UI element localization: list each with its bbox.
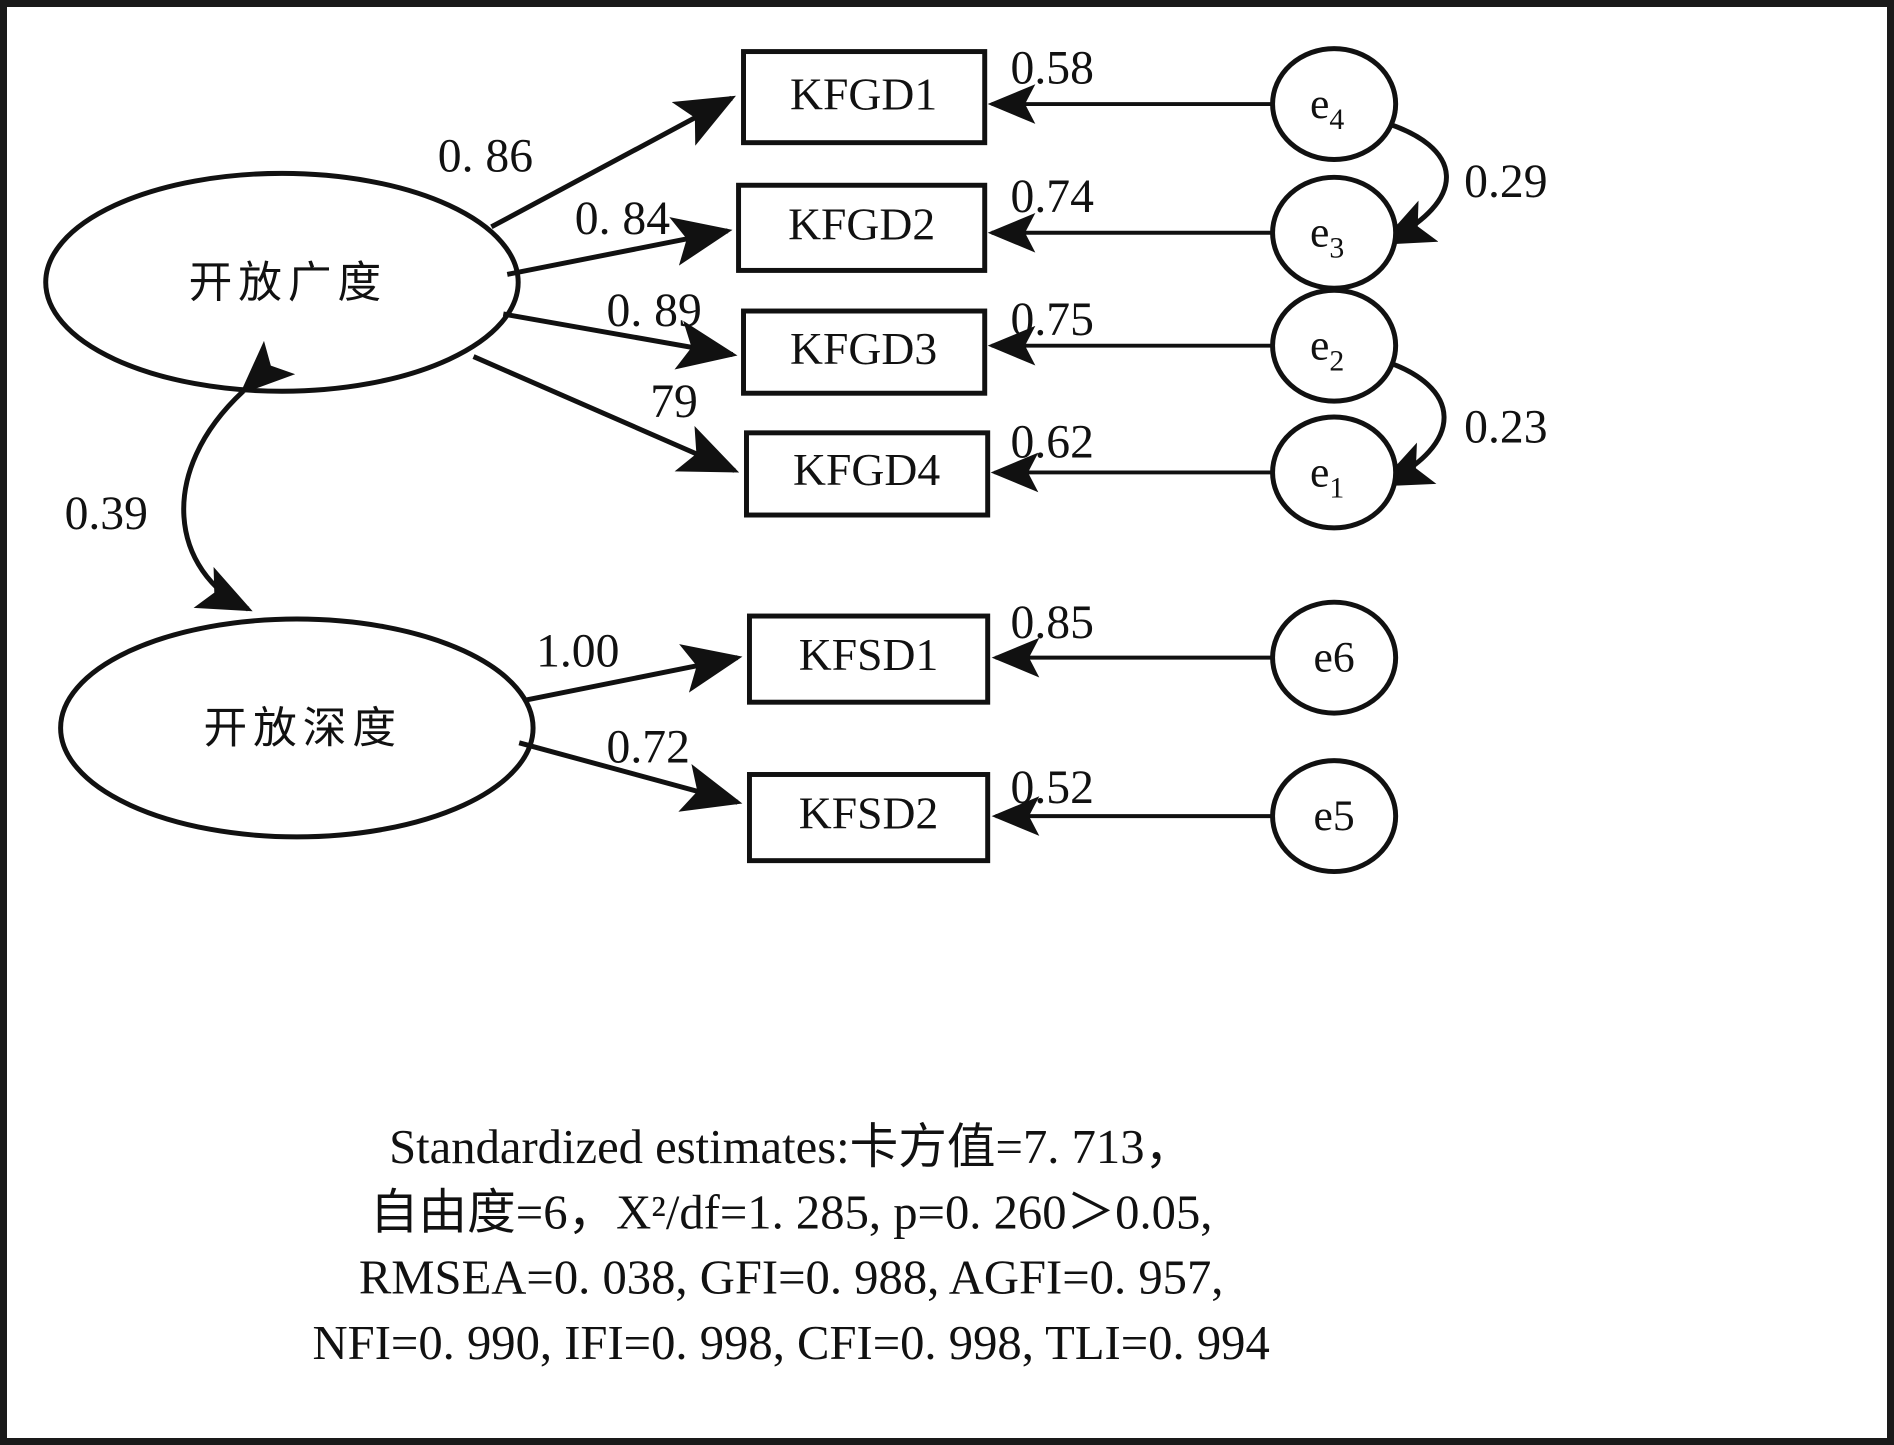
- latent-label-kfsd: 开放深度: [204, 704, 402, 754]
- error-node-e5[interactable]: e5: [1270, 758, 1399, 875]
- covariance-label-e4-e3: 0.29: [1464, 156, 1547, 208]
- indicator-box-kfsd1[interactable]: [746, 613, 991, 705]
- fit-line-2: 自由度=6，X²/df=1. 285, p=0. 260＞0.05,: [370, 1185, 1213, 1239]
- error-label-e1-kfgd4: 0.62: [1011, 417, 1094, 469]
- error-label-e3-kfgd2: 0.74: [1011, 171, 1095, 223]
- indicator-label-kfgd4: KFGD4: [793, 444, 940, 495]
- error-label-e2-kfgd3: 0.75: [1011, 294, 1094, 346]
- indicator-label-kfgd1: KFGD1: [790, 69, 937, 120]
- latent-factor-kfgd[interactable]: 开放广度: [43, 170, 521, 394]
- indicator-kfgd1[interactable]: KFGD1: [741, 49, 988, 146]
- loading-path-kfsd-kfsd1[interactable]: [524, 644, 743, 703]
- indicator-label-kfgd3: KFGD3: [790, 323, 937, 374]
- error-label-e6-kfsd1: 0.85: [1011, 597, 1094, 649]
- error-node-e6[interactable]: e6: [1270, 599, 1399, 716]
- loading-label-kfgd-kfgd4: 79: [650, 376, 698, 428]
- error-circle-e5[interactable]: [1270, 758, 1399, 875]
- loading-path-kfgd-kfgd4[interactable]: [472, 354, 740, 473]
- error-circle-e2[interactable]: [1270, 287, 1399, 404]
- error-label-e2: e2: [1310, 322, 1344, 378]
- error-label-e5: e5: [1314, 792, 1355, 840]
- indicator-box-kfgd4[interactable]: [744, 430, 991, 518]
- indicator-label-kfsd1: KFSD1: [799, 629, 939, 680]
- loading-path-kfsd-kfsd2[interactable]: [518, 740, 743, 812]
- loading-path-kfgd-kfgd1[interactable]: [490, 95, 736, 230]
- indicator-kfgd2[interactable]: KFGD2: [736, 182, 988, 273]
- loading-label-kfgd-kfgd2: 0. 84: [575, 193, 670, 245]
- indicator-kfsd2[interactable]: KFSD2: [746, 772, 991, 864]
- error-circle-e4[interactable]: [1270, 46, 1399, 162]
- error-circle-e1[interactable]: [1270, 414, 1399, 531]
- indicator-box-kfgd2[interactable]: [736, 182, 988, 273]
- error-label-e4-kfgd1: 0.58: [1011, 42, 1094, 94]
- indicator-box-kfgd3[interactable]: [741, 308, 988, 396]
- error-label-e6: e6: [1314, 634, 1355, 682]
- error-node-e3[interactable]: e3: [1270, 174, 1399, 291]
- sem-path-diagram: 开放广度 开放深度 0.39 0. 86 0. 84 0. 89 79 1.00…: [43, 42, 1548, 1370]
- covariance-arc-e2-e1[interactable]: [1325, 323, 1447, 487]
- covariance-arc-e4-e3[interactable]: [1324, 85, 1449, 245]
- error-circle-e6[interactable]: [1270, 599, 1399, 716]
- error-label-e4: e4: [1310, 80, 1344, 136]
- indicator-kfsd1[interactable]: KFSD1: [746, 613, 991, 705]
- covariance-label-e2-e1: 0.23: [1464, 402, 1547, 454]
- error-node-e1[interactable]: e1: [1270, 414, 1399, 531]
- latent-factor-kfsd[interactable]: 开放深度: [58, 616, 536, 840]
- loading-label-kfsd-kfsd1: 1.00: [536, 626, 619, 678]
- fit-line-3: RMSEA=0. 038, GFI=0. 988, AGFI=0. 957,: [359, 1251, 1224, 1305]
- covariance-label-kfgd-kfsd: 0.39: [65, 488, 148, 540]
- indicator-kfgd3[interactable]: KFGD3: [741, 308, 988, 396]
- fit-line-4: NFI=0. 990, IFI=0. 998, CFI=0. 998, TLI=…: [313, 1316, 1270, 1370]
- loading-label-kfgd-kfgd1: 0. 86: [438, 130, 533, 182]
- indicator-kfgd4[interactable]: KFGD4: [744, 430, 991, 518]
- indicator-box-kfsd2[interactable]: [746, 772, 991, 864]
- latent-label-kfgd: 开放广度: [189, 258, 387, 308]
- error-node-e2[interactable]: e2: [1270, 287, 1399, 404]
- indicator-box-kfgd1[interactable]: [741, 49, 988, 146]
- fit-line-1: Standardized estimates:卡方值=7. 713，: [389, 1120, 1193, 1174]
- error-label-e5-kfsd2: 0.52: [1011, 762, 1094, 814]
- loading-label-kfgd-kfgd3: 0. 89: [607, 285, 702, 337]
- fit-statistics-caption: Standardized estimates:卡方值=7. 713， 自由度=6…: [313, 1120, 1270, 1370]
- covariance-arc-kfgd-kfsd[interactable]: [181, 340, 296, 612]
- latent-ellipse-kfsd[interactable]: [58, 616, 536, 840]
- loading-path-kfgd-kfgd3[interactable]: [502, 311, 738, 370]
- error-label-e3: e3: [1310, 209, 1344, 265]
- loading-label-kfsd-kfsd2: 0.72: [607, 722, 690, 774]
- indicator-label-kfsd2: KFSD2: [799, 788, 939, 839]
- indicator-label-kfgd2: KFGD2: [788, 198, 935, 249]
- error-node-e4[interactable]: e4: [1270, 46, 1399, 162]
- error-label-e1: e1: [1310, 448, 1344, 504]
- loading-path-kfgd-kfgd2[interactable]: [506, 217, 733, 277]
